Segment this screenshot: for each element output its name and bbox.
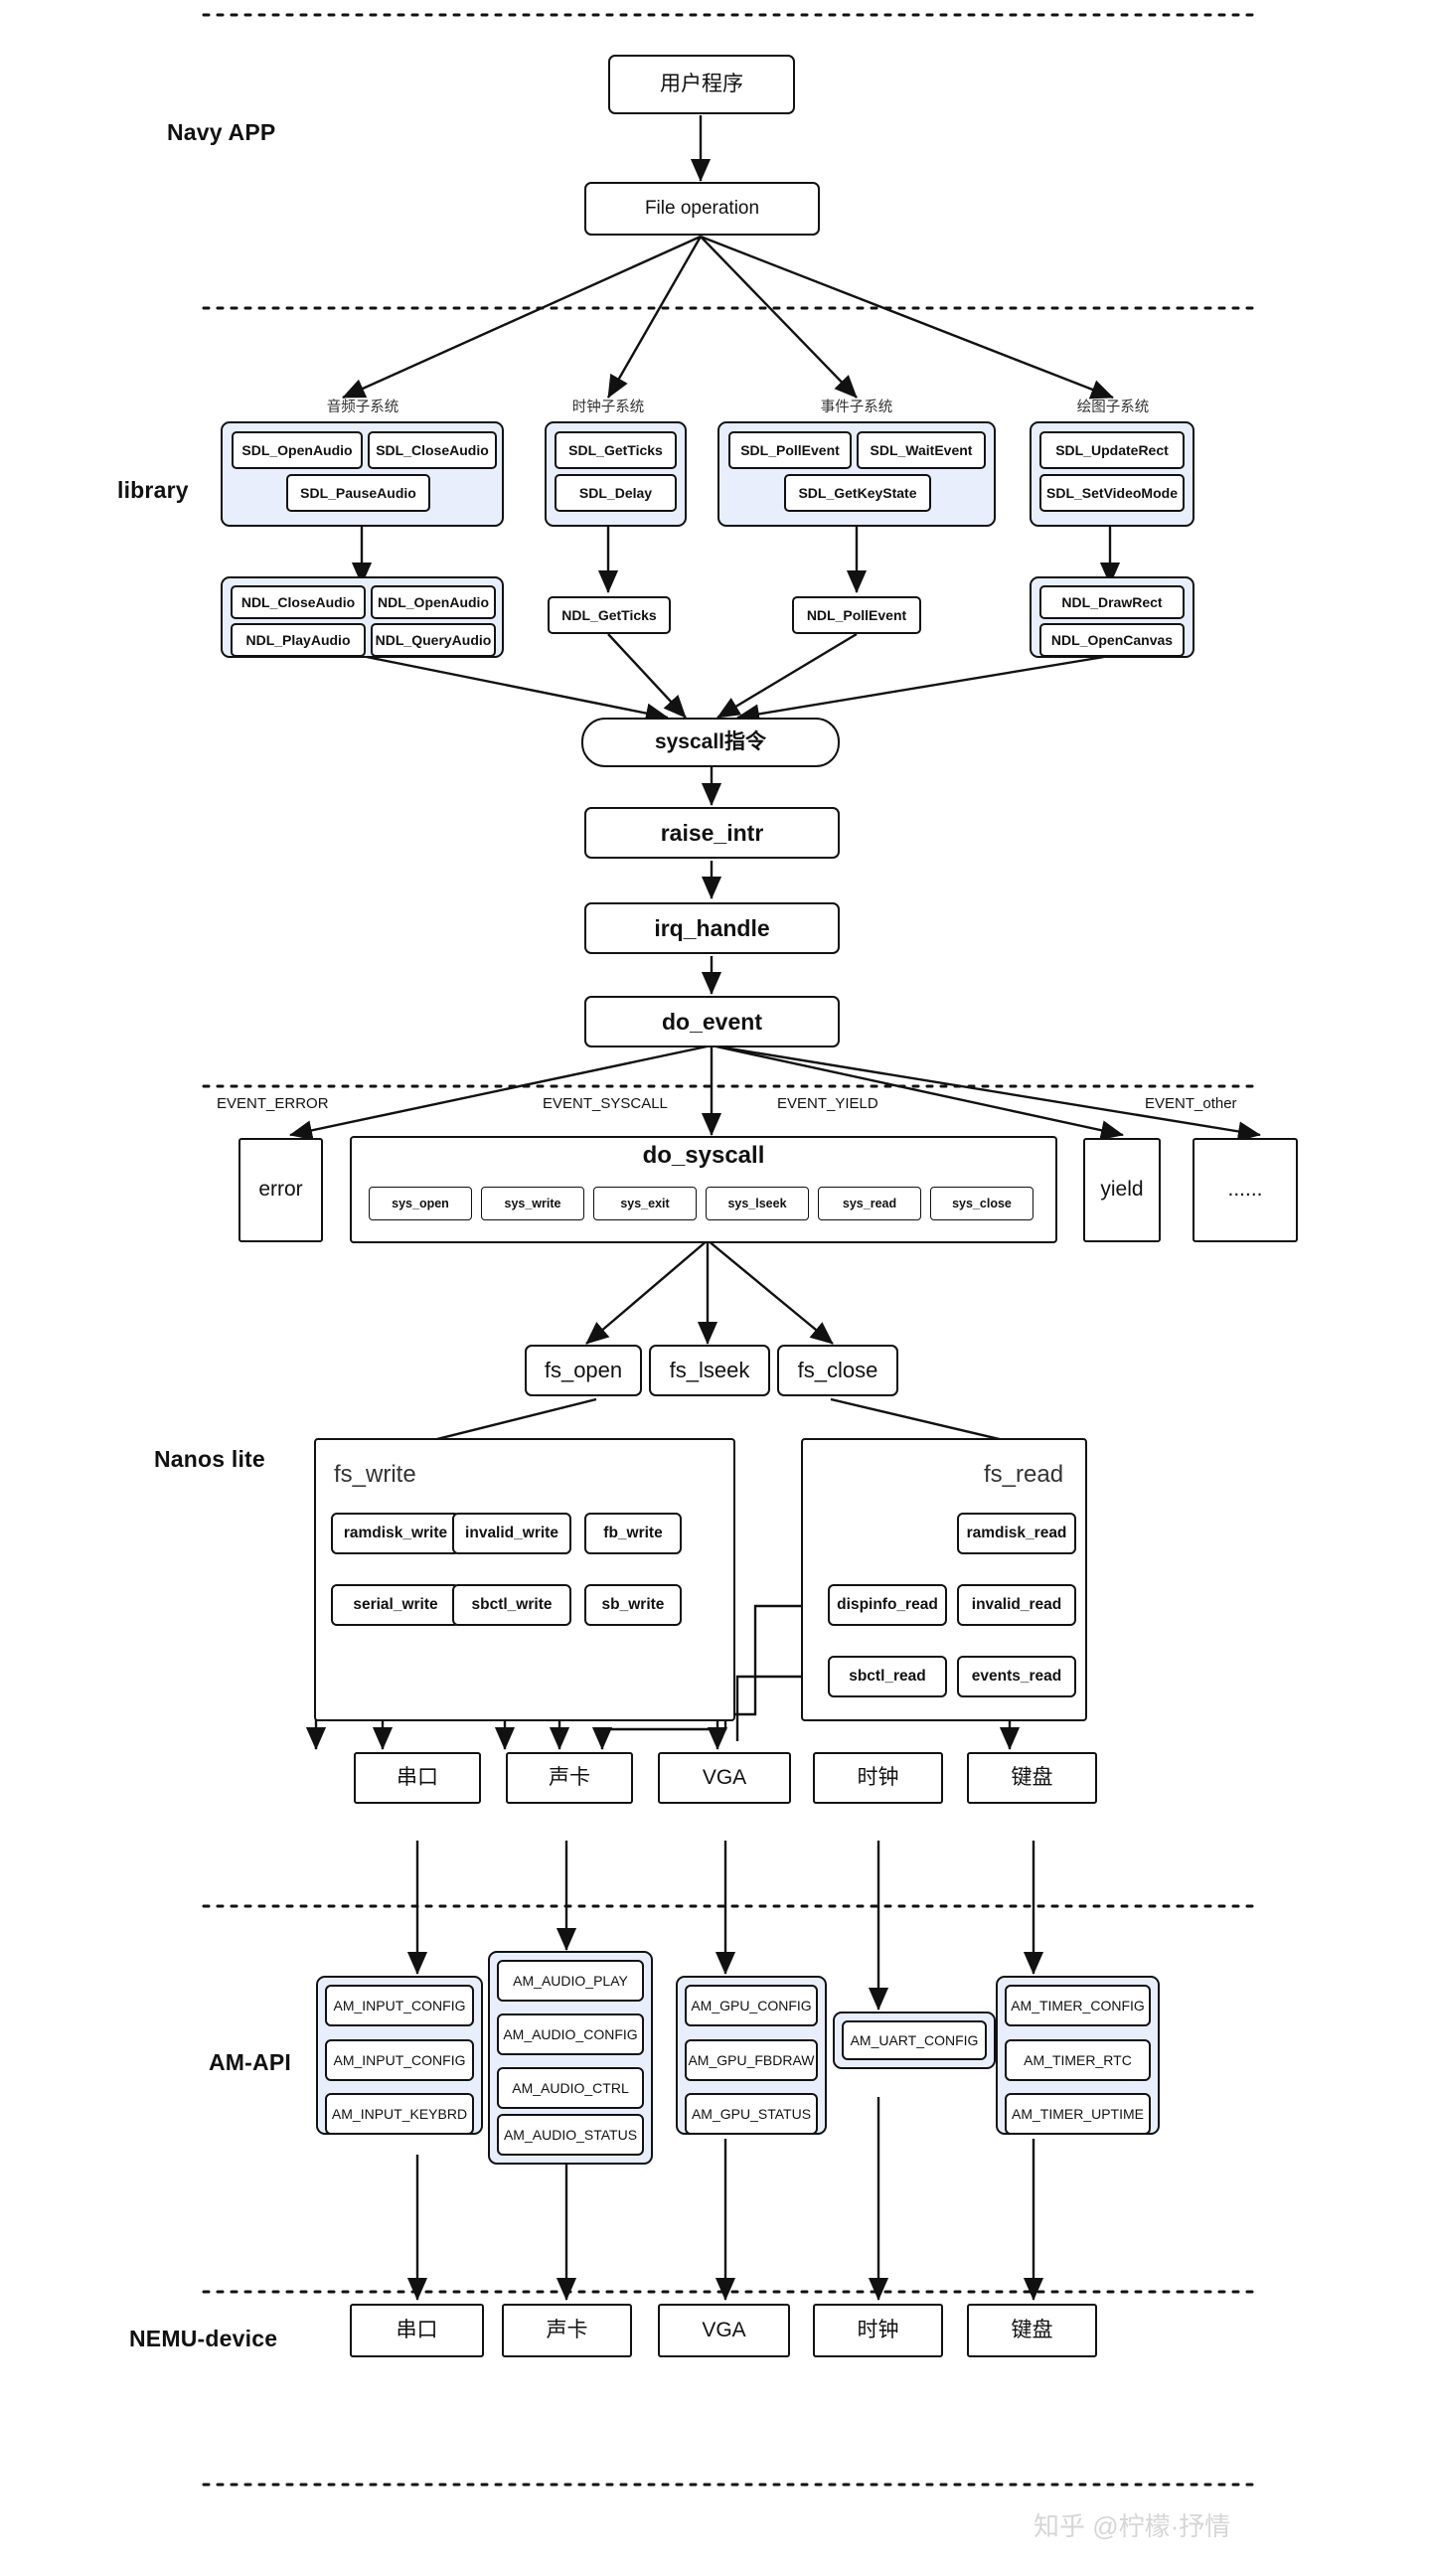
node-fs-open[interactable]: fs_open xyxy=(525,1345,642,1396)
node-ndl-drawrect[interactable]: NDL_DrawRect xyxy=(1039,585,1185,619)
node-am-timer-uptime[interactable]: AM_TIMER_UPTIME xyxy=(1005,2093,1151,2135)
nemu-device-vga[interactable]: VGA xyxy=(658,2304,790,2357)
node-events-read[interactable]: events_read xyxy=(957,1656,1076,1697)
node-sys-close[interactable]: sys_close xyxy=(930,1187,1034,1220)
node-invalid-write[interactable]: invalid_write xyxy=(452,1513,571,1554)
node-dispinfo-read[interactable]: dispinfo_read xyxy=(828,1584,947,1626)
node-am-audio-config[interactable]: AM_AUDIO_CONFIG xyxy=(497,2013,644,2055)
node-sys-lseek[interactable]: sys_lseek xyxy=(706,1187,809,1220)
node-sdl-waitevent[interactable]: SDL_WaitEvent xyxy=(857,431,986,469)
node-sdl-updaterect[interactable]: SDL_UpdateRect xyxy=(1039,431,1185,469)
fs-read-title: fs_read xyxy=(984,1461,1064,1488)
node-sdl-getticks[interactable]: SDL_GetTicks xyxy=(555,431,677,469)
node-file-operation[interactable]: File operation xyxy=(584,182,820,236)
node-fb-write[interactable]: fb_write xyxy=(584,1513,682,1554)
node-yield[interactable]: yield xyxy=(1083,1138,1161,1242)
node-am-gpu-fbdraw[interactable]: AM_GPU_FBDRAW xyxy=(685,2039,818,2081)
node-other[interactable]: ...... xyxy=(1192,1138,1298,1242)
node-sbctl-read[interactable]: sbctl_read xyxy=(828,1656,947,1697)
node-am-input-keybrd[interactable]: AM_INPUT_KEYBRD xyxy=(325,2093,474,2135)
layer-label-am-api: AM-API xyxy=(209,2049,291,2075)
node-am-audio-status[interactable]: AM_AUDIO_STATUS xyxy=(497,2114,644,2156)
node-sdl-pauseaudio[interactable]: SDL_PauseAudio xyxy=(286,474,430,512)
fs-write-title: fs_write xyxy=(334,1461,416,1488)
nemu-device-clock[interactable]: 时钟 xyxy=(813,2304,943,2357)
node-syscall-instruction[interactable]: syscall指令 xyxy=(581,718,840,767)
subsystem-caption-timer: 时钟子系统 xyxy=(571,400,645,415)
nanos-device-keyboard[interactable]: 键盘 xyxy=(967,1752,1097,1804)
layer-label-navy-app: Navy APP xyxy=(167,119,276,145)
node-sbctl-write[interactable]: sbctl_write xyxy=(452,1584,571,1626)
node-am-input-config-1[interactable]: AM_INPUT_CONFIG xyxy=(325,1985,474,2026)
node-user-program[interactable]: 用户程序 xyxy=(608,55,795,114)
node-am-audio-ctrl[interactable]: AM_AUDIO_CTRL xyxy=(497,2067,644,2109)
layer-label-library: library xyxy=(117,477,189,503)
node-ramdisk-write[interactable]: ramdisk_write xyxy=(331,1513,460,1554)
edge-label-event-error: EVENT_ERROR xyxy=(217,1095,329,1112)
node-am-timer-rtc[interactable]: AM_TIMER_RTC xyxy=(1005,2039,1151,2081)
node-raise-intr[interactable]: raise_intr xyxy=(584,807,840,859)
subsystem-caption-event: 事件子系统 xyxy=(820,400,893,415)
nemu-device-keyboard[interactable]: 键盘 xyxy=(967,2304,1097,2357)
node-am-gpu-config[interactable]: AM_GPU_CONFIG xyxy=(685,1985,818,2026)
nemu-device-soundcard[interactable]: 声卡 xyxy=(502,2304,632,2357)
edge-label-event-syscall: EVENT_SYSCALL xyxy=(543,1095,668,1112)
node-do-event[interactable]: do_event xyxy=(584,996,840,1047)
node-sdl-setvideomode[interactable]: SDL_SetVideoMode xyxy=(1039,474,1185,512)
nanos-device-vga[interactable]: VGA xyxy=(658,1752,791,1804)
nanos-device-clock[interactable]: 时钟 xyxy=(813,1752,943,1804)
node-am-uart-config[interactable]: AM_UART_CONFIG xyxy=(842,2020,987,2060)
edge-label-event-yield: EVENT_YIELD xyxy=(777,1095,878,1112)
node-irq-handle[interactable]: irq_handle xyxy=(584,902,840,954)
node-sys-exit[interactable]: sys_exit xyxy=(593,1187,697,1220)
node-am-input-config-2[interactable]: AM_INPUT_CONFIG xyxy=(325,2039,474,2081)
subsystem-caption-audio: 音频子系统 xyxy=(326,400,399,415)
node-am-gpu-status[interactable]: AM_GPU_STATUS xyxy=(685,2093,818,2135)
watermark: 知乎 @柠檬·抒情 xyxy=(1034,2511,1231,2541)
node-sys-open[interactable]: sys_open xyxy=(369,1187,472,1220)
node-am-timer-config[interactable]: AM_TIMER_CONFIG xyxy=(1005,1985,1151,2026)
node-ndl-queryaudio[interactable]: NDL_QueryAudio xyxy=(371,623,496,657)
node-error[interactable]: error xyxy=(238,1138,323,1242)
node-sys-read[interactable]: sys_read xyxy=(818,1187,921,1220)
node-am-audio-play[interactable]: AM_AUDIO_PLAY xyxy=(497,1960,644,2002)
node-sdl-pollevent[interactable]: SDL_PollEvent xyxy=(728,431,852,469)
node-ndl-playaudio[interactable]: NDL_PlayAudio xyxy=(231,623,366,657)
subsystem-caption-draw: 绘图子系统 xyxy=(1076,400,1150,415)
node-fs-close[interactable]: fs_close xyxy=(777,1345,898,1396)
node-ndl-closeaudio[interactable]: NDL_CloseAudio xyxy=(231,585,366,619)
node-invalid-read[interactable]: invalid_read xyxy=(957,1584,1076,1626)
nemu-device-serial[interactable]: 串口 xyxy=(350,2304,484,2357)
node-sys-write[interactable]: sys_write xyxy=(481,1187,584,1220)
nanos-device-soundcard[interactable]: 声卡 xyxy=(506,1752,633,1804)
node-ndl-getticks[interactable]: NDL_GetTicks xyxy=(548,596,671,634)
layer-label-nemu-device: NEMU-device xyxy=(129,2326,278,2351)
node-fs-lseek[interactable]: fs_lseek xyxy=(649,1345,770,1396)
node-sb-write[interactable]: sb_write xyxy=(584,1584,682,1626)
do-syscall-title: do_syscall xyxy=(642,1142,765,1170)
edge-label-event-other: EVENT_other xyxy=(1145,1095,1237,1112)
node-ndl-opencanvas[interactable]: NDL_OpenCanvas xyxy=(1039,623,1185,657)
node-sdl-closeaudio[interactable]: SDL_CloseAudio xyxy=(368,431,497,469)
node-ndl-openaudio[interactable]: NDL_OpenAudio xyxy=(371,585,496,619)
fs-write-group xyxy=(314,1438,735,1721)
node-sdl-getkeystate[interactable]: SDL_GetKeyState xyxy=(784,474,931,512)
node-ramdisk-read[interactable]: ramdisk_read xyxy=(957,1513,1076,1554)
layer-label-nanos-lite: Nanos lite xyxy=(154,1446,265,1472)
node-ndl-pollevent[interactable]: NDL_PollEvent xyxy=(792,596,921,634)
node-sdl-openaudio[interactable]: SDL_OpenAudio xyxy=(232,431,363,469)
nanos-device-serial[interactable]: 串口 xyxy=(354,1752,481,1804)
node-serial-write[interactable]: serial_write xyxy=(331,1584,460,1626)
node-sdl-delay[interactable]: SDL_Delay xyxy=(555,474,677,512)
